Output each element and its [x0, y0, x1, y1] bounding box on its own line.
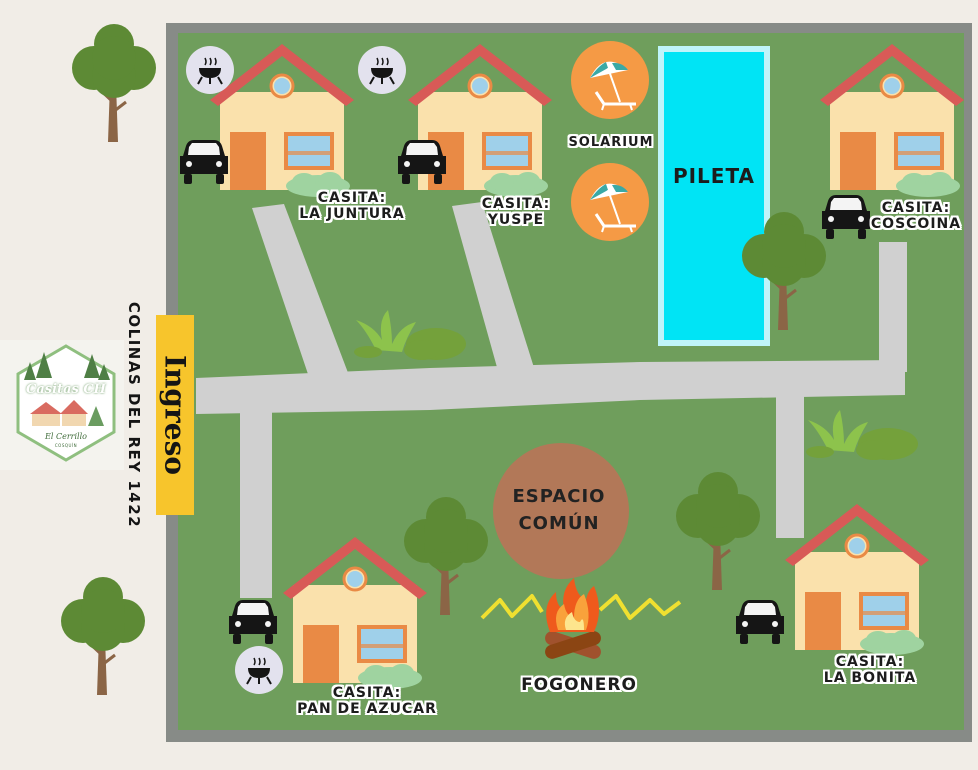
solarium-label: SOLARIUM	[568, 135, 654, 150]
sun-lounger-umbrella-icon	[569, 161, 651, 243]
label-casita-coscoina: CASITA: COSCOINA	[870, 200, 962, 232]
common-area	[493, 443, 629, 579]
common-area-label: ESPACIO COMÚN	[512, 486, 606, 534]
sun-lounger-umbrella-icon	[569, 39, 651, 121]
logo-badge	[0, 340, 124, 470]
campfire-icon	[480, 578, 682, 659]
logo-title: Casitas CH	[26, 382, 106, 397]
label-casita-la-juntura: CASITA: LA JUNTURA	[299, 190, 405, 222]
logo-location: COSQUÍN	[54, 443, 78, 448]
label-casita-la-bonita: CASITA: LA BONITA	[823, 654, 917, 686]
tree	[70, 22, 158, 144]
pool	[664, 52, 764, 340]
tree	[59, 575, 147, 697]
label-casita-yuspe: CASITA: YUSPE	[481, 196, 551, 228]
street-address: COLINAS DEL REY 1422	[125, 301, 143, 529]
walkway-paths	[196, 202, 907, 598]
grill-icon	[185, 45, 235, 95]
logo-subtitle: El Cerrillo	[45, 432, 87, 441]
fire-pit-label: FOGONERO	[521, 675, 637, 695]
grill-icon	[357, 45, 407, 95]
grill-icon	[234, 645, 284, 695]
entrance-banner	[156, 315, 194, 515]
label-casita-pan-de-azucar: CASITA: PAN DE AZUCAR	[297, 685, 437, 717]
pool-label: PILETA	[672, 164, 756, 188]
entrance-label: Ingreso	[158, 354, 192, 476]
